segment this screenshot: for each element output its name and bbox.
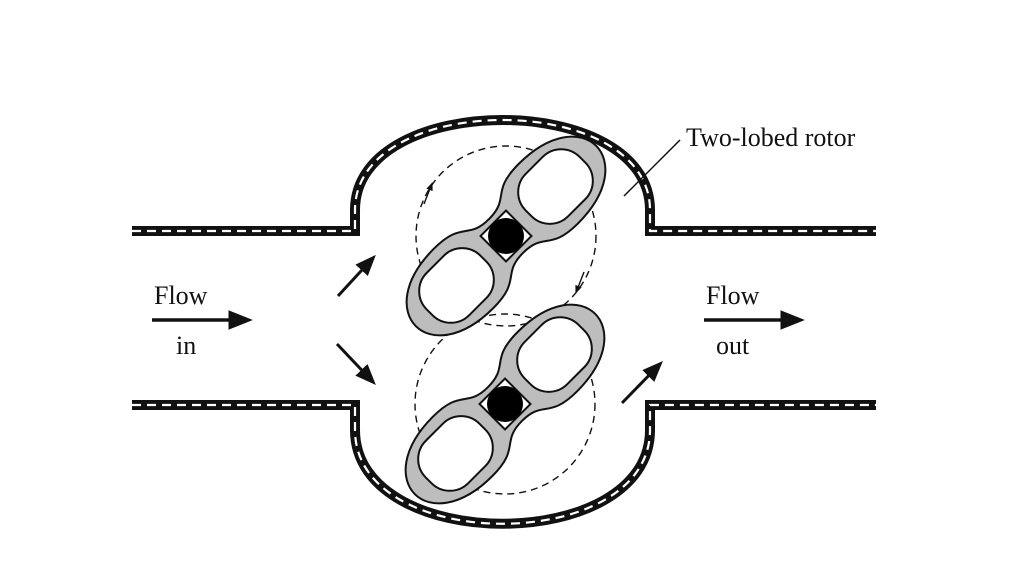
housing-top-wall — [132, 115, 876, 236]
upper-rotor-hub — [488, 218, 524, 254]
upper-rotation-arrow-right — [575, 271, 585, 294]
flow-out-label-bottom: out — [716, 331, 750, 360]
upper-rotation-path — [415, 145, 597, 327]
inlet-arrow-upper — [336, 254, 376, 298]
lower-rotor-hub — [487, 386, 523, 422]
lower-rotation-path — [414, 313, 596, 495]
flow-in-label-top: Flow — [154, 281, 208, 310]
housing-bottom-wall — [132, 400, 876, 529]
outlet-arrow — [620, 360, 663, 405]
rotor-leader-line — [623, 139, 681, 197]
upper-rotation-arrow-left — [423, 182, 433, 205]
rotor-label: Two-lobed rotor — [686, 123, 856, 152]
inlet-arrow-lower — [335, 342, 376, 386]
flow-in-label-bottom: in — [176, 331, 196, 360]
flow-out-label-top: Flow — [706, 281, 760, 310]
